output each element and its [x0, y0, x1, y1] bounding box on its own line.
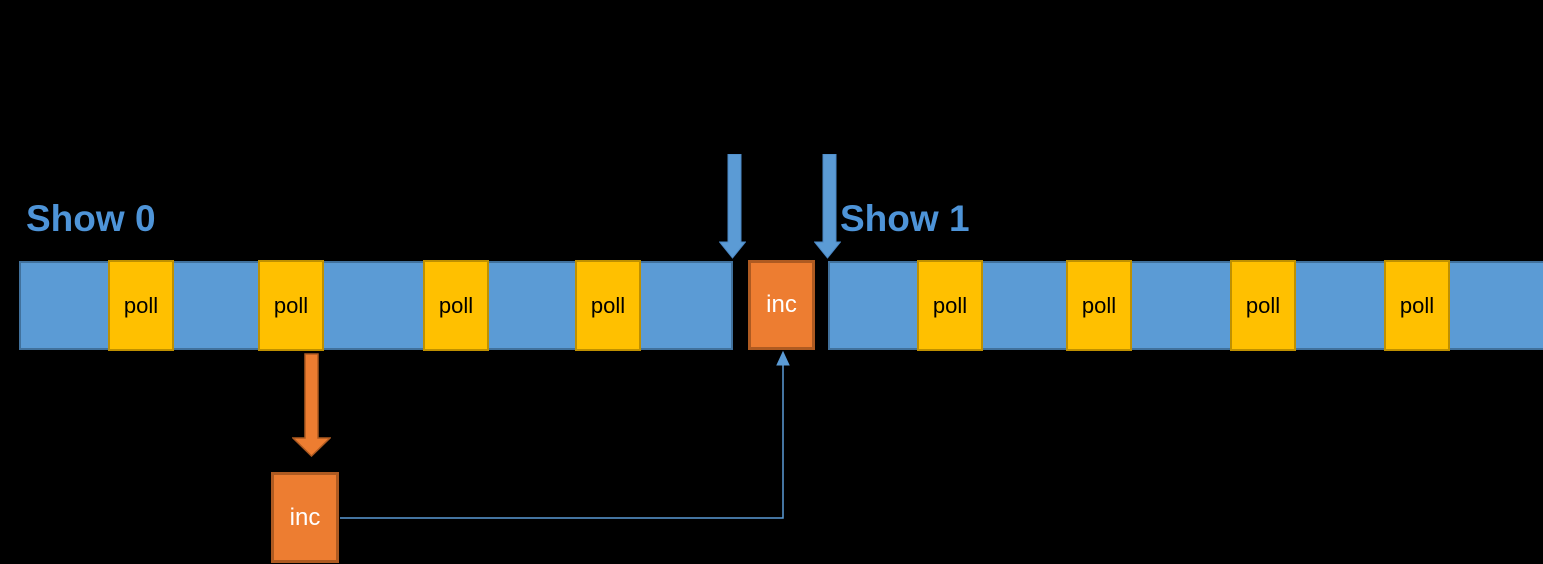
inc-handler-block: inc: [271, 472, 339, 563]
poll-block: poll: [917, 260, 983, 351]
poll-block: poll: [1230, 260, 1296, 351]
down-arrow-icon: [719, 154, 746, 259]
down-arrow-icon: [814, 154, 841, 259]
poll-block: poll: [423, 260, 489, 351]
inc-timeline-block: inc: [748, 260, 815, 350]
down-arrow-icon: [292, 353, 331, 457]
show0-title: Show 0: [26, 198, 156, 239]
show1-title: Show 1: [840, 198, 970, 239]
poll-block: poll: [1066, 260, 1132, 351]
poll-block: poll: [575, 260, 641, 351]
poll-block: poll: [108, 260, 174, 351]
poll-block: poll: [258, 260, 324, 351]
poll-block: poll: [1384, 260, 1450, 351]
elbow-arrow-up-icon: [340, 350, 790, 519]
